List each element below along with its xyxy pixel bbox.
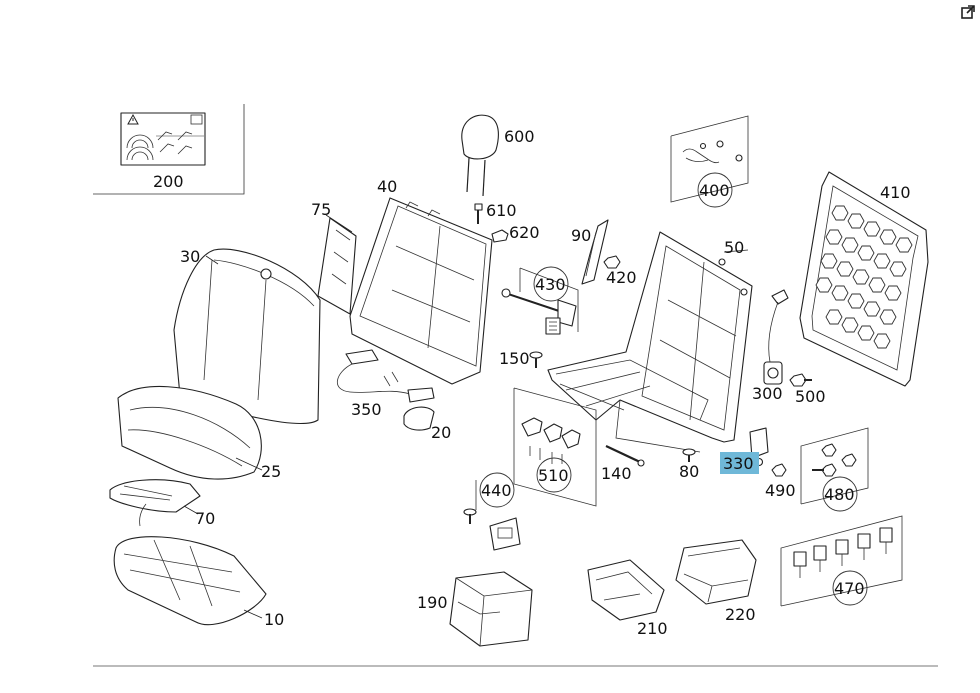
part-610-headrest-guide[interactable]: [474, 203, 483, 224]
part-200-warning-label[interactable]: [93, 104, 245, 195]
part-600-headrest[interactable]: [461, 114, 499, 197]
part-470-connector-set[interactable]: [780, 515, 903, 607]
callout-430[interactable]: 430: [535, 275, 566, 294]
part-480-bolt-set[interactable]: [800, 427, 869, 505]
part-20-trim-cover[interactable]: [403, 406, 435, 431]
part-25-seat-cover[interactable]: [117, 385, 263, 480]
callout-490[interactable]: 490: [765, 481, 796, 500]
part-10-seat-cushion[interactable]: [113, 536, 267, 626]
callout-620[interactable]: 620: [509, 223, 540, 242]
callout-420[interactable]: 420: [606, 268, 637, 287]
callout-40[interactable]: 40: [377, 177, 397, 196]
callout-470[interactable]: 470: [834, 579, 865, 598]
part-620-clip[interactable]: [491, 229, 509, 243]
callout-400[interactable]: 400: [699, 181, 730, 200]
part-75-heating-mat[interactable]: [317, 214, 357, 315]
part-410-backrest-panel[interactable]: [799, 171, 929, 387]
callout-10[interactable]: 10: [264, 610, 284, 629]
part-420-nut[interactable]: [603, 255, 621, 269]
callout-ring-430: [533, 266, 569, 302]
callout-ring-400: [697, 172, 733, 208]
part-80-bolt[interactable]: [682, 448, 696, 462]
callout-30[interactable]: 30: [180, 247, 200, 266]
callout-600[interactable]: 600: [504, 127, 535, 146]
callout-350[interactable]: 350: [351, 400, 382, 419]
callout-80[interactable]: 80: [679, 462, 699, 481]
part-40-backrest-cushion[interactable]: [349, 197, 493, 385]
callout-ring-480: [822, 476, 858, 512]
part-210-tray[interactable]: [587, 559, 665, 621]
part-400-bracket-set[interactable]: [670, 115, 749, 203]
part-50-seat-frame[interactable]: [547, 231, 753, 453]
part-140-pin[interactable]: [605, 445, 645, 467]
external-link-icon[interactable]: [960, 4, 976, 20]
part-90-side-trim[interactable]: [581, 219, 609, 285]
callout-210[interactable]: 210: [637, 619, 668, 638]
callout-300[interactable]: 300: [752, 384, 783, 403]
callout-20[interactable]: 20: [431, 423, 451, 442]
callout-75[interactable]: 75: [311, 200, 331, 219]
callout-220[interactable]: 220: [725, 605, 756, 624]
part-350-wiring-harness[interactable]: [337, 349, 435, 403]
part-510-lock-set[interactable]: [513, 387, 597, 507]
callout-480[interactable]: 480: [824, 485, 855, 504]
part-440-handle[interactable]: [463, 480, 521, 551]
part-190-storage-box[interactable]: [449, 571, 533, 647]
callout-330-highlight: [720, 452, 759, 474]
part-300-belt-retractor[interactable]: [763, 289, 789, 385]
callout-90[interactable]: 90: [571, 226, 591, 245]
callout-610[interactable]: 610: [486, 201, 517, 220]
part-70-seat-heating-mat[interactable]: [109, 479, 201, 527]
part-490-screw[interactable]: [771, 463, 787, 477]
callout-510[interactable]: 510: [538, 466, 569, 485]
callout-50[interactable]: 50: [724, 238, 744, 257]
callout-ring-440: [479, 472, 515, 508]
part-30-backrest-cover[interactable]: [173, 248, 321, 424]
callout-190[interactable]: 190: [417, 593, 448, 612]
callout-70[interactable]: 70: [195, 509, 215, 528]
callout-410[interactable]: 410: [880, 183, 911, 202]
part-500-bolt[interactable]: [789, 373, 812, 387]
callout-150[interactable]: 150: [499, 349, 530, 368]
part-430-bolt-bracket[interactable]: [501, 267, 579, 335]
callout-330[interactable]: 330: [723, 454, 754, 473]
callout-140[interactable]: 140: [601, 464, 632, 483]
part-150-screw[interactable]: [529, 351, 543, 368]
callout-200[interactable]: 200: [153, 172, 184, 191]
callout-25[interactable]: 25: [261, 462, 281, 481]
callout-500[interactable]: 500: [795, 387, 826, 406]
callout-440[interactable]: 440: [481, 481, 512, 500]
callout-ring-470: [832, 570, 868, 606]
part-220-housing[interactable]: [675, 539, 757, 605]
callout-ring-510: [536, 457, 572, 493]
